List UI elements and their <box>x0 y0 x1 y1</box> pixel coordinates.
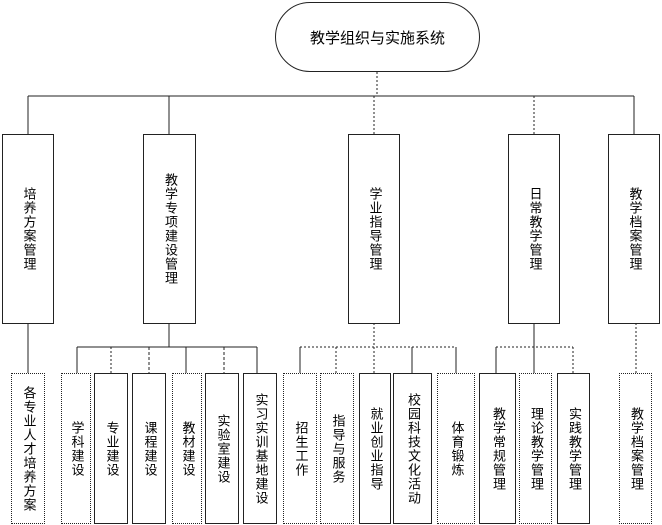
leaf-label: 专业建设 <box>103 420 119 477</box>
leaf-node: 教材建设 <box>172 373 202 524</box>
leaf-node: 专业建设 <box>94 373 128 524</box>
leaf-node: 课程建设 <box>132 373 166 524</box>
leaf-node: 理论教学管理 <box>519 373 552 524</box>
leaf-node: 实习实训基地建设 <box>243 373 277 524</box>
leaf-label: 实验室建设 <box>214 413 230 484</box>
leaf-label: 教学常规管理 <box>490 406 505 491</box>
leaf-node: 教学常规管理 <box>479 373 516 524</box>
leaf-label: 教学档案管理 <box>628 406 643 491</box>
leaf-label: 各专业人才培养方案 <box>20 385 36 512</box>
leaf-label: 课程建设 <box>141 420 157 477</box>
leaf-node: 指导与服务 <box>320 373 354 524</box>
leaf-node: 实践教学管理 <box>557 373 590 524</box>
node-special-construction: 教学专项建设管理 <box>143 134 196 324</box>
leaf-node: 就业创业指导 <box>359 373 391 524</box>
node-label: 教学档案管理 <box>626 187 642 271</box>
leaf-node: 校园科技文化活动 <box>393 373 432 524</box>
leaf-node: 各专业人才培养方案 <box>11 373 45 524</box>
leaf-label: 体育锻炼 <box>448 420 464 477</box>
leaf-node: 体育锻炼 <box>437 373 475 524</box>
node-label: 教学专项建设管理 <box>162 173 177 285</box>
leaf-label: 实习实训基地建设 <box>252 392 268 505</box>
leaf-node: 教学档案管理 <box>619 373 652 524</box>
node-label: 日常教学管理 <box>526 187 542 271</box>
leaf-label: 实践教学管理 <box>566 406 581 491</box>
node-study-guidance: 学业指导管理 <box>348 134 400 324</box>
node-teaching-archives: 教学档案管理 <box>608 134 660 324</box>
node-label: 学业指导管理 <box>366 187 382 271</box>
leaf-label: 招生工作 <box>292 420 308 477</box>
leaf-label: 教材建设 <box>179 420 195 477</box>
leaf-label: 指导与服务 <box>329 413 345 484</box>
leaf-node: 招生工作 <box>283 373 317 524</box>
node-label: 培养方案管理 <box>20 187 36 271</box>
node-daily-teaching: 日常教学管理 <box>508 134 560 324</box>
leaf-label: 校园科技文化活动 <box>405 392 420 505</box>
node-training-plan: 培养方案管理 <box>2 134 54 324</box>
leaf-label: 学科建设 <box>68 420 84 477</box>
leaf-label: 就业创业指导 <box>367 406 383 491</box>
leaf-node: 实验室建设 <box>205 373 239 524</box>
leaf-node: 学科建设 <box>61 373 91 524</box>
root-node: 教学组织与实施系统 <box>275 2 480 72</box>
leaf-label: 理论教学管理 <box>528 406 543 491</box>
